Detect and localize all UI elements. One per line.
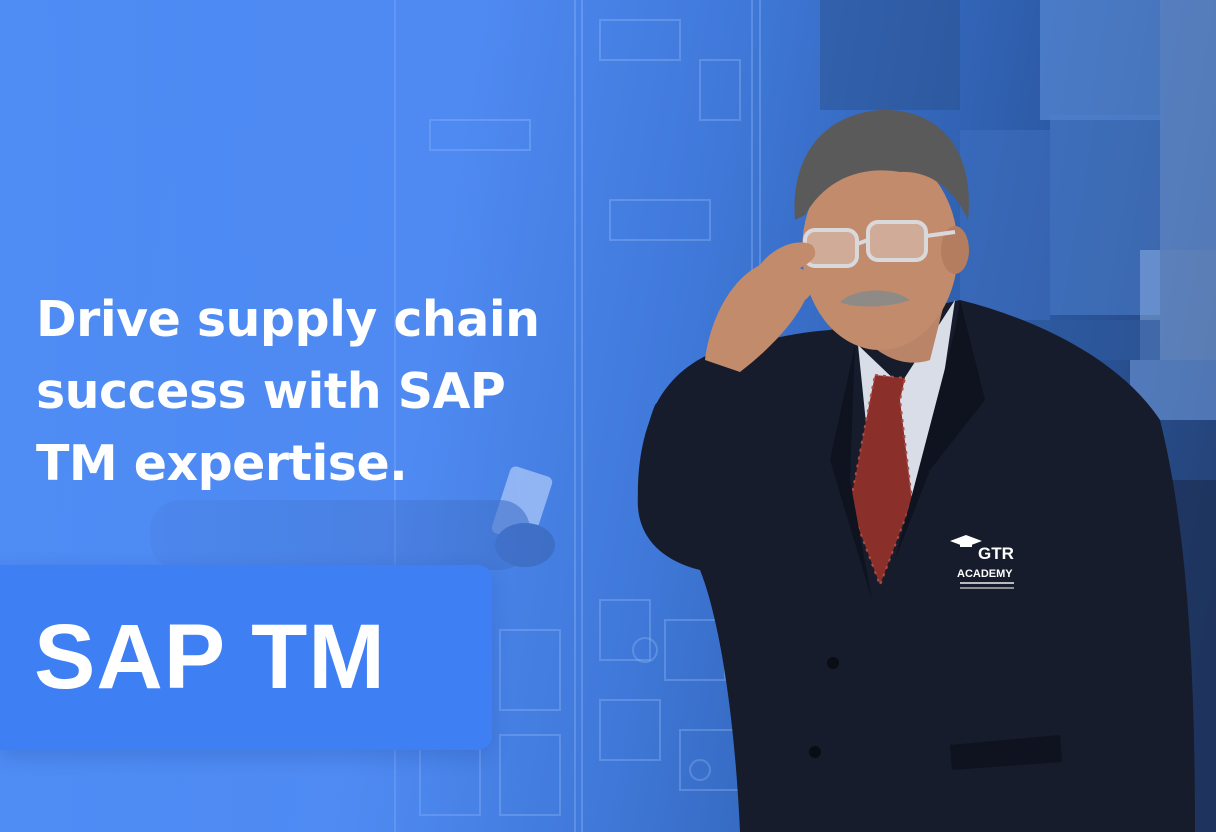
graduation-cap-icon [950,535,982,547]
presenter-face [802,150,958,350]
presenter-suit [637,300,1195,832]
presenter-photo: GTR ACADEMY [637,109,1195,832]
headline-line-1: Drive supply chain [36,291,540,348]
course-badge: SAP TM [0,565,492,750]
glasses-icon [803,220,956,268]
headline-line-2: success with SAP [36,363,506,420]
gtr-logo-sub: ACADEMY [957,568,1013,580]
gtr-logo-main: GTR [978,544,1014,563]
gtr-academy-logo: GTR ACADEMY [950,535,1014,589]
presenter-hair [794,109,969,220]
presenter-hand [705,242,816,372]
headline: Drive supply chain success with SAP TM e… [36,284,596,500]
course-badge-label: SAP TM [34,606,386,708]
headline-line-3: TM expertise. [36,435,408,492]
presenter-arm [637,350,760,560]
